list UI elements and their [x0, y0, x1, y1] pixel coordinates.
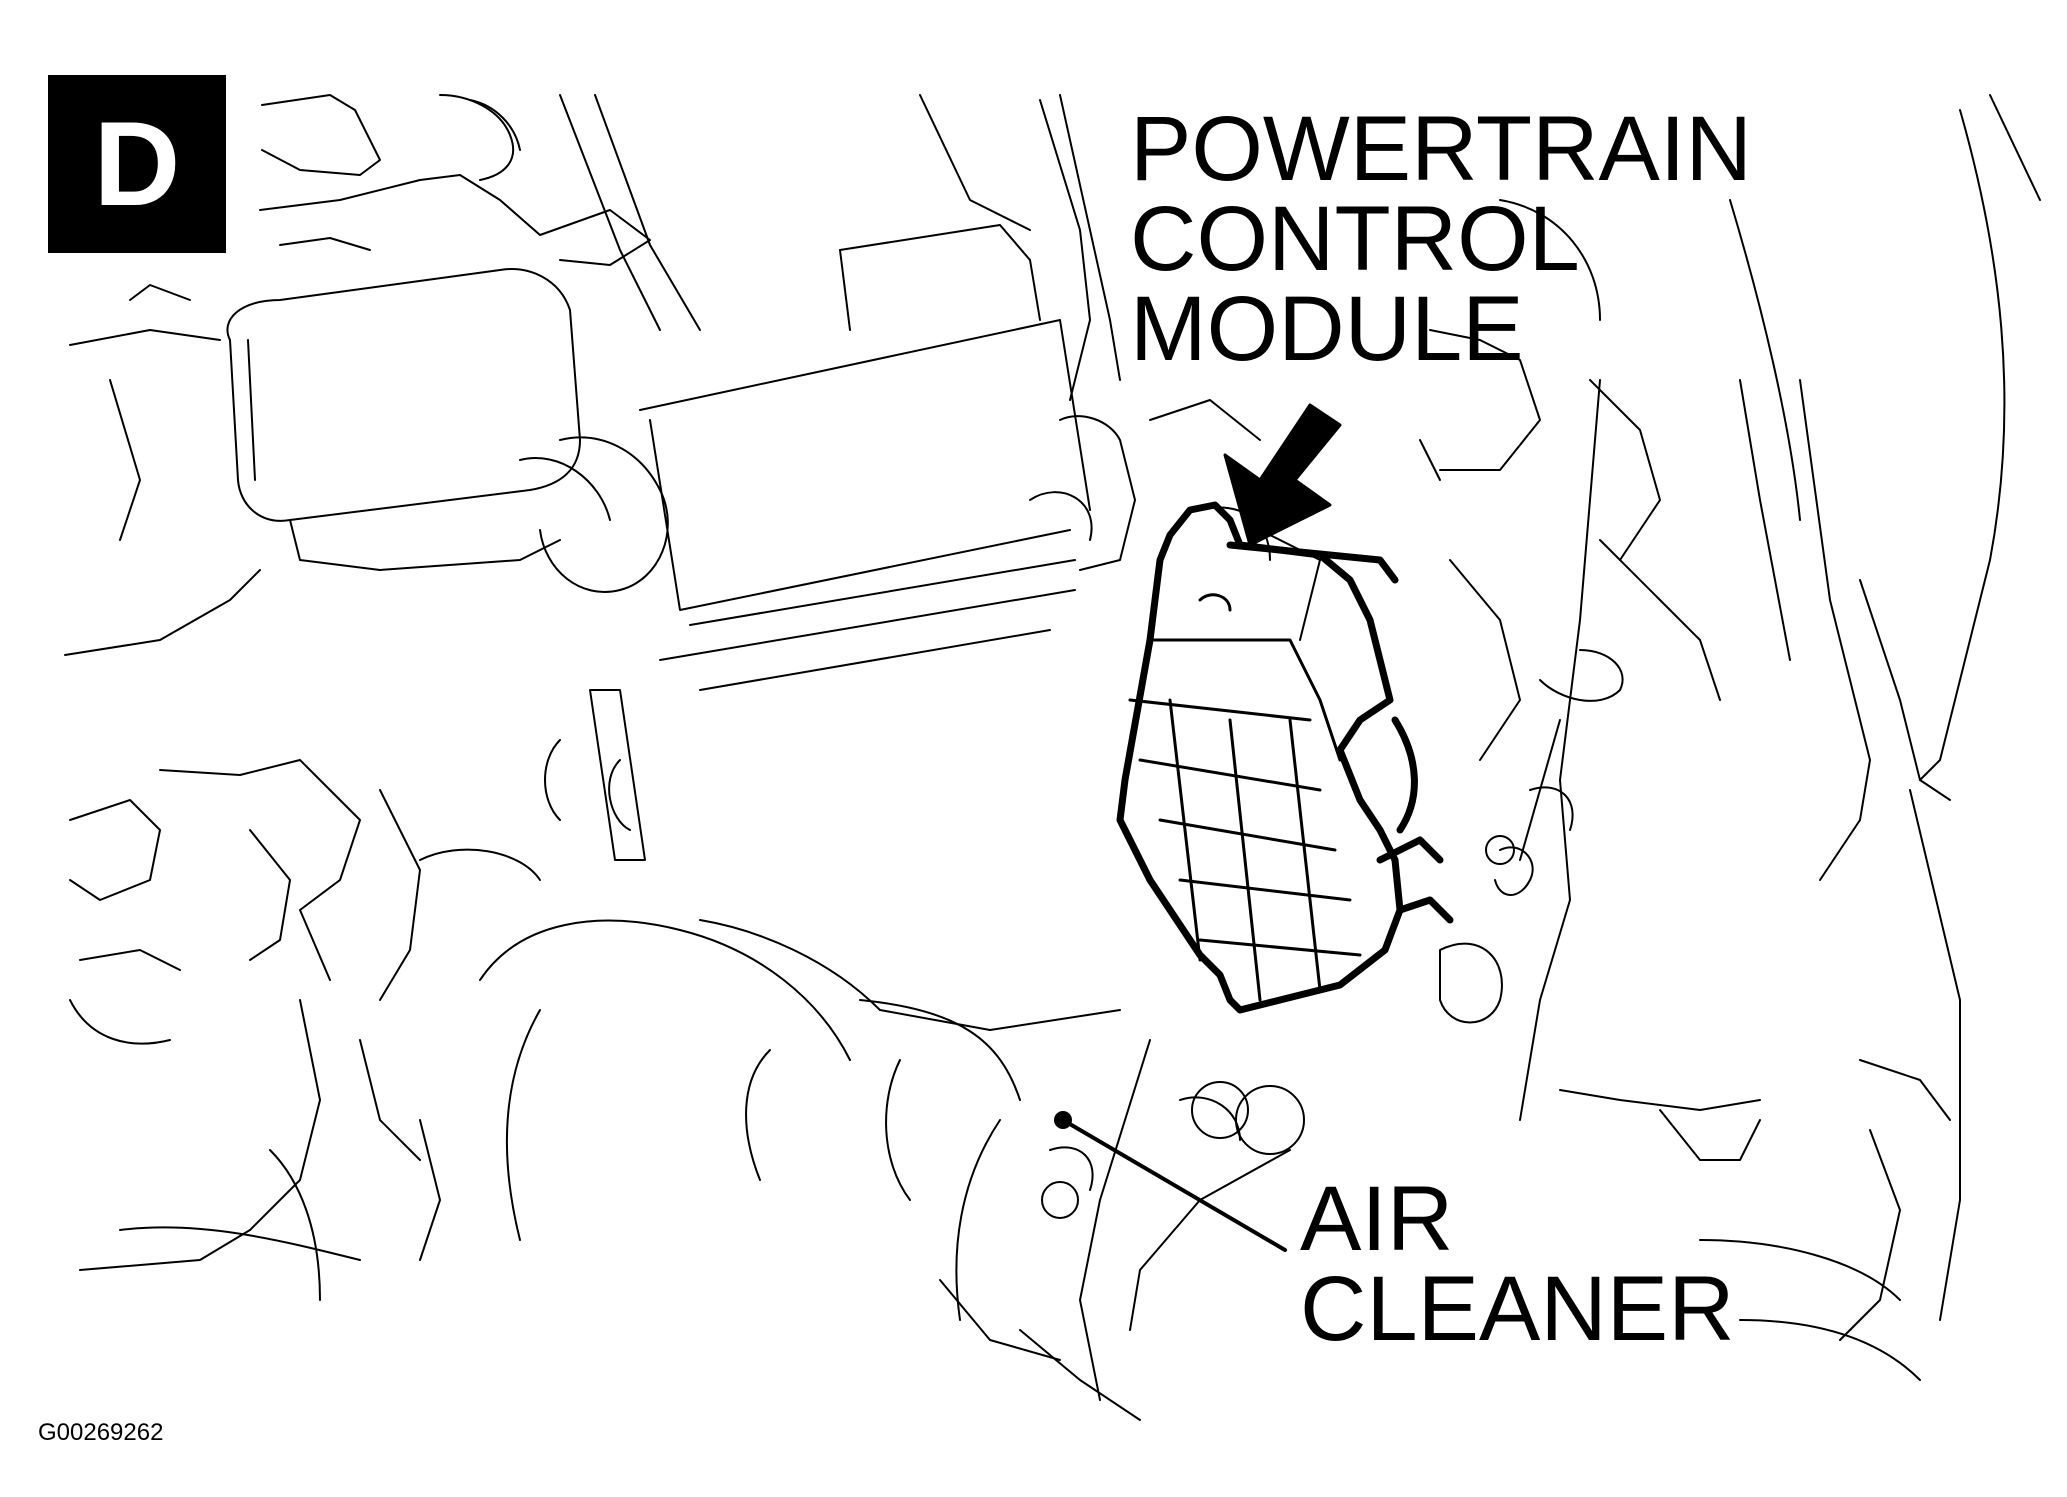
pcm-label-line-3: MODULE: [1130, 278, 1524, 380]
leader-dot: [1054, 1111, 1072, 1129]
badge-letter: D: [94, 97, 181, 231]
air-cleaner-label: AIR CLEANER: [1300, 1168, 1735, 1360]
pcm-arrow: [1223, 403, 1342, 547]
air-cleaner-label-line-2: CLEANER: [1300, 1258, 1735, 1360]
air-cleaner-label-line-1: AIR: [1300, 1168, 1453, 1270]
figure-id: G00269262: [38, 1419, 163, 1446]
engine-line-art: [64, 94, 2041, 1421]
powertrain-control-module-highlight: [1116, 501, 1454, 1014]
pcm-label-line-1: POWERTRAIN: [1130, 98, 1752, 200]
pcm-label: POWERTRAIN CONTROL MODULE: [1130, 98, 1752, 380]
air-cleaner-leader: [1054, 1111, 1287, 1252]
pcm-label-line-2: CONTROL: [1130, 188, 1580, 290]
section-badge: D: [48, 75, 226, 253]
badge-background: [48, 75, 226, 253]
